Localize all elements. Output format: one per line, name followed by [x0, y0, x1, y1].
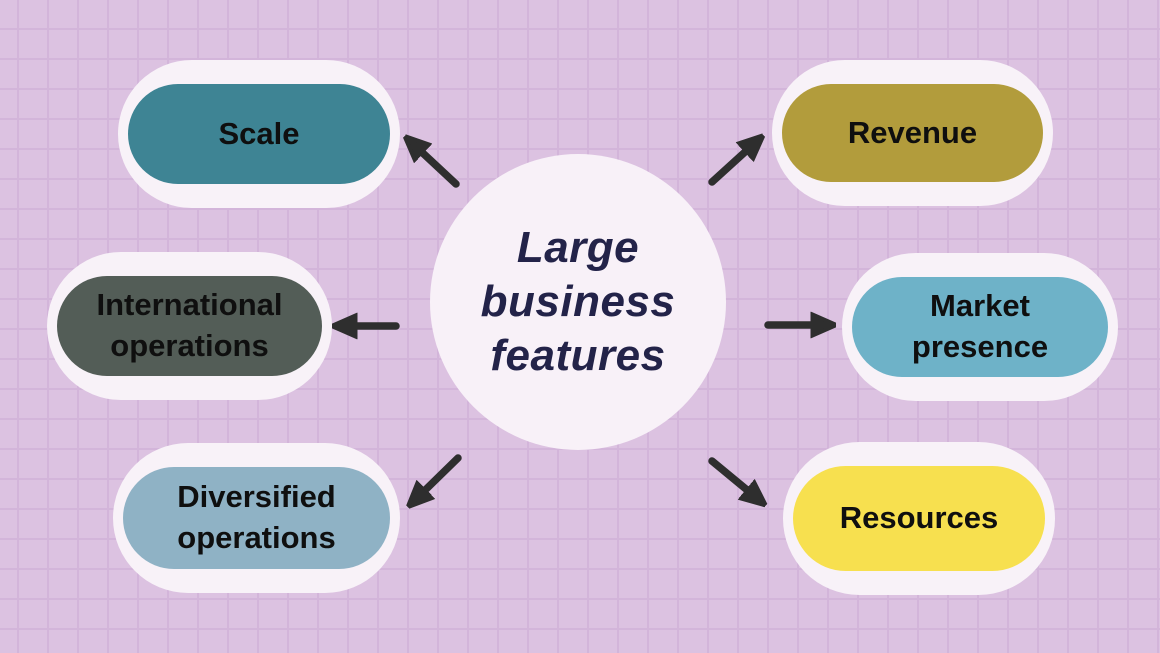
node-scale-label: Scale [218, 115, 300, 151]
node-international-operations-pill: International operations [57, 276, 322, 376]
center-node-label: Large business features [480, 223, 676, 380]
node-resources: Resources [783, 442, 1055, 595]
node-revenue-label: Revenue [847, 114, 978, 150]
arrow-to-scale [412, 143, 460, 188]
node-market-presence: Market presence [842, 253, 1118, 401]
node-scale: Scale [118, 60, 400, 208]
node-international-operations-label: International operations [96, 287, 283, 363]
node-revenue-pill: Revenue [782, 84, 1043, 182]
node-resources-label: Resources [839, 500, 999, 536]
node-revenue: Revenue [772, 60, 1053, 206]
arrow-to-resources [708, 457, 758, 499]
arrow-to-diversified-operations [415, 454, 462, 500]
node-market-presence-pill: Market presence [852, 277, 1108, 377]
node-scale-pill: Scale [128, 84, 390, 184]
node-diversified-operations-pill: Diversified operations [123, 467, 390, 569]
node-resources-pill: Resources [793, 466, 1045, 571]
center-node: Large business features [430, 154, 726, 450]
node-diversified-operations: Diversified operations [113, 443, 400, 593]
arrow-to-revenue [708, 142, 756, 186]
node-international-operations: International operations [47, 252, 332, 400]
node-market-presence-label: Market presence [911, 288, 1049, 364]
node-diversified-operations-label: Diversified operations [177, 479, 336, 555]
